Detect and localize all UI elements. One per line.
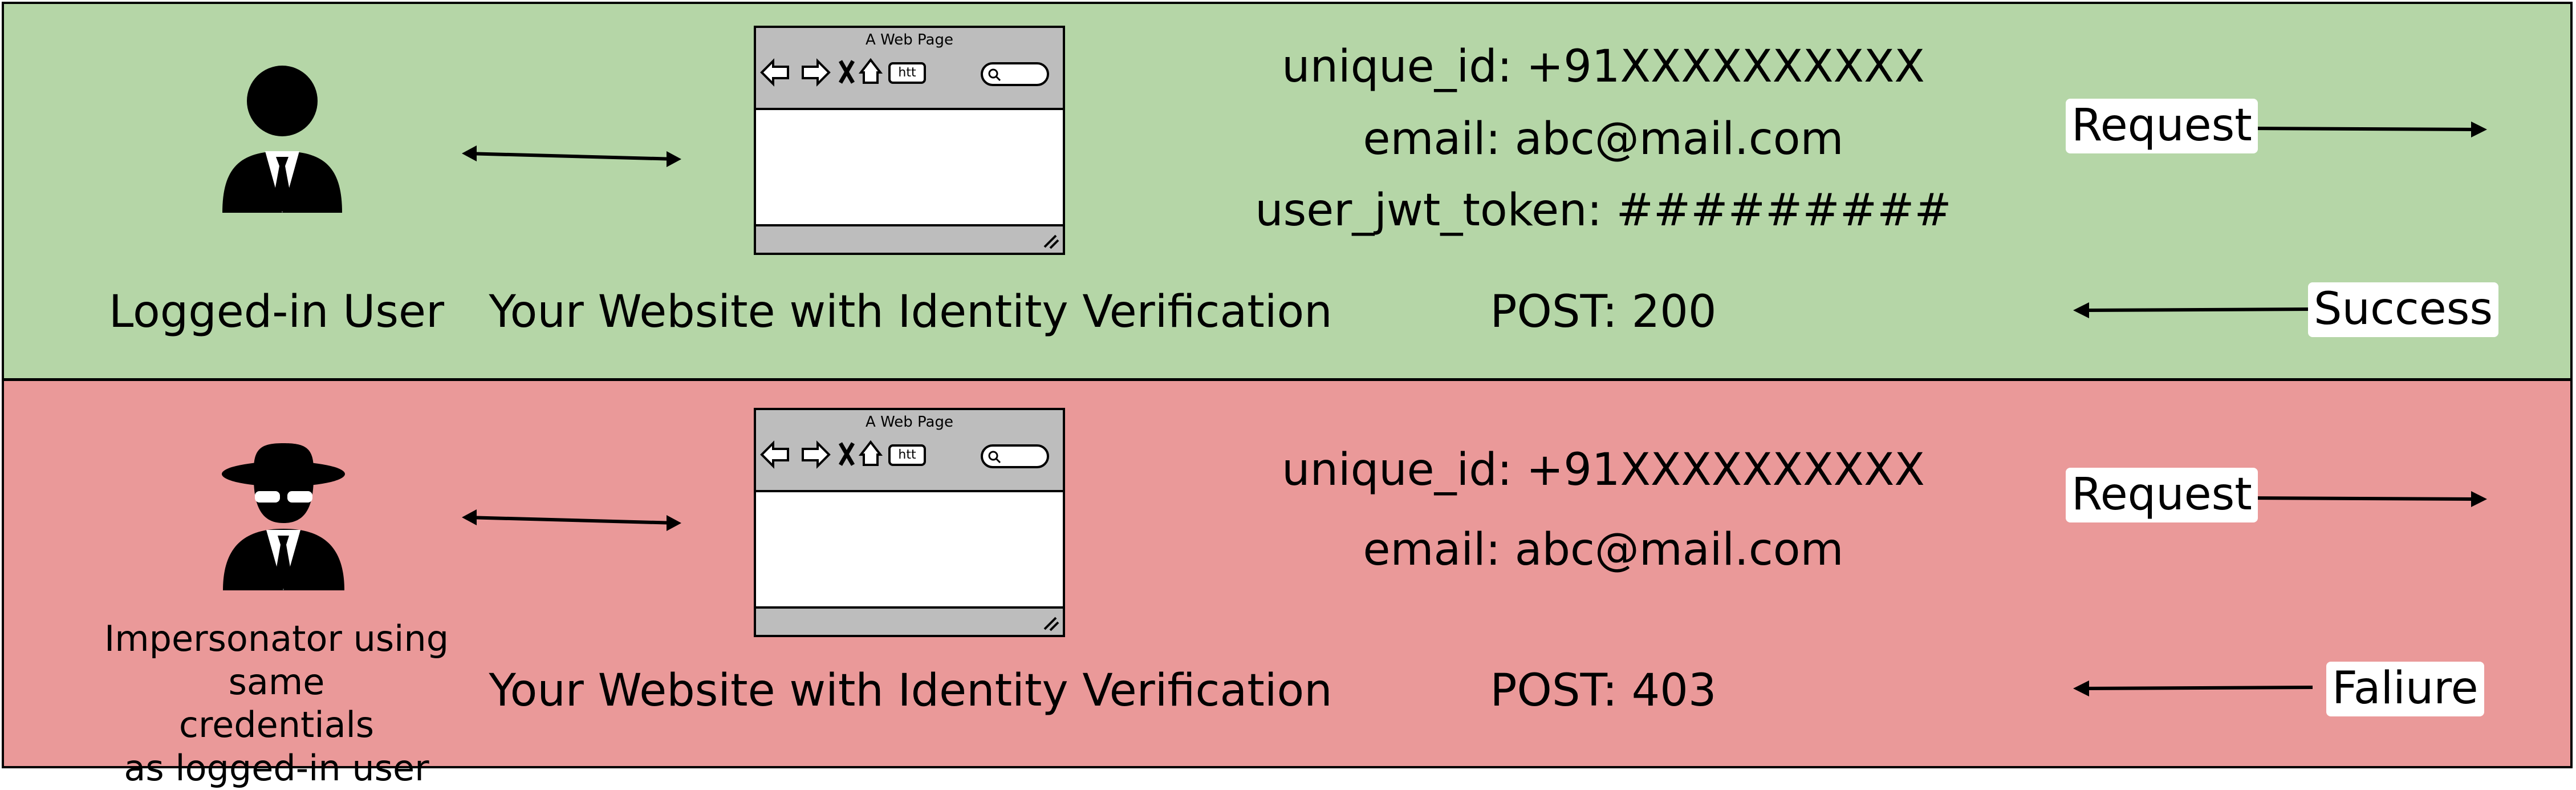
right-arrow-icon <box>2240 491 2487 507</box>
success-panel <box>2 2 2573 380</box>
payload-email: email: abc@mail.com <box>1363 114 1844 165</box>
actor-label-line: Impersonator using same <box>104 618 449 703</box>
request-label: Request <box>2066 99 2258 153</box>
response-label: Faliure <box>2326 662 2484 716</box>
left-arrow-icon <box>2073 302 2313 318</box>
website-label: Your Website with Identity Verification <box>489 286 1332 338</box>
double-arrow-icon <box>462 145 681 167</box>
browser-url-button: htt <box>898 448 916 462</box>
left-arrow-icon <box>2073 680 2313 696</box>
status-label: POST: 403 <box>1490 665 1717 716</box>
status-label: POST: 200 <box>1490 286 1717 338</box>
browser-title: A Web Page <box>866 31 953 48</box>
payload-unique-id: unique_id: +91XXXXXXXXXX <box>1282 41 1925 92</box>
actor-label: Impersonator using same credentials as l… <box>60 617 493 790</box>
actor-label: Logged-in User <box>108 286 445 338</box>
browser-window-icon: A Web Page htt <box>754 26 1065 255</box>
double-arrow-icon <box>462 509 681 531</box>
payload-email: email: abc@mail.com <box>1363 524 1844 576</box>
spy-icon <box>222 443 345 590</box>
failure-panel <box>2 379 2573 768</box>
browser-title: A Web Page <box>866 414 953 431</box>
website-label: Your Website with Identity Verification <box>489 665 1332 716</box>
browser-window-icon: A Web Page htt <box>754 408 1065 637</box>
actor-label-line: as logged-in user <box>124 747 429 789</box>
payload-unique-id: unique_id: +91XXXXXXXXXX <box>1282 444 1925 496</box>
request-label: Request <box>2066 468 2258 522</box>
user-icon <box>222 66 342 213</box>
browser-url-button: htt <box>898 66 916 80</box>
right-arrow-icon <box>2240 121 2487 137</box>
response-label: Success <box>2308 282 2498 337</box>
actor-label-line: credentials <box>178 704 375 746</box>
payload-jwt-token: user_jwt_token: ######### <box>1255 185 1952 236</box>
